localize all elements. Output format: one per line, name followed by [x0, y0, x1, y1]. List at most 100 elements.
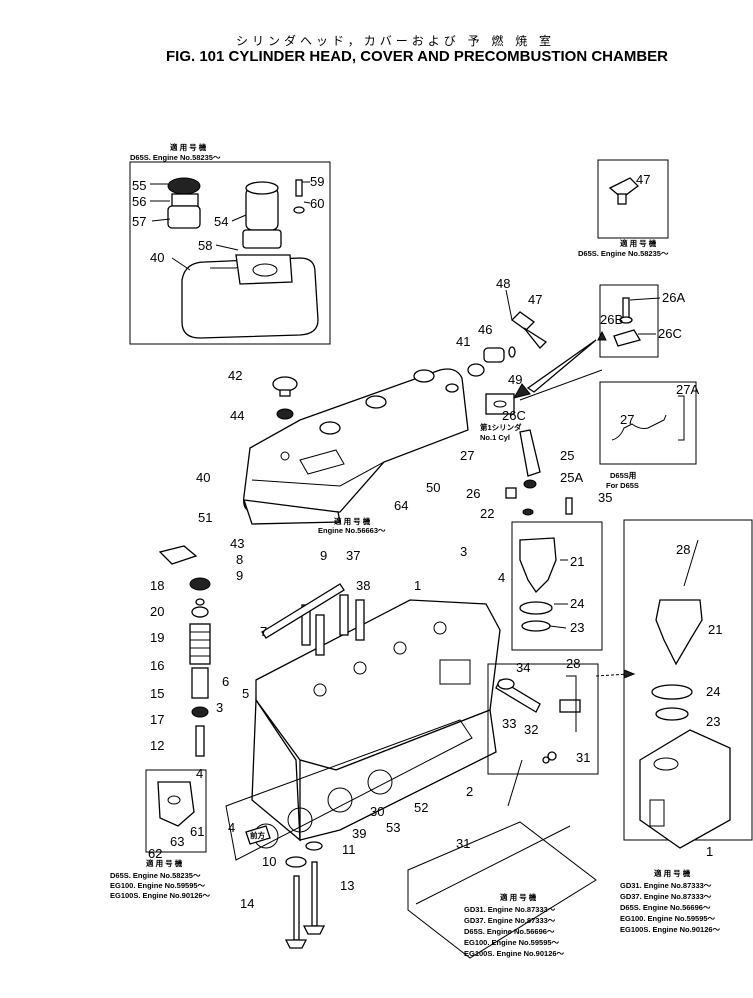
note-jp: 適 用 号 機 — [500, 892, 537, 902]
callout: 31 — [456, 836, 470, 851]
note-en: For D65S — [606, 481, 639, 490]
callout: 27 — [460, 448, 474, 463]
callout: 35 — [598, 490, 612, 505]
callout: 22 — [480, 506, 494, 521]
callout: 47 — [528, 292, 542, 307]
note-row: EG100S. Engine No.90126～ — [464, 949, 565, 958]
note-jp: D65S用 — [610, 471, 636, 480]
callout: 50 — [426, 480, 440, 495]
callout: 28 — [566, 656, 580, 671]
callout: 17 — [150, 712, 164, 727]
callout: 33 — [502, 716, 516, 731]
callout: 56 — [132, 194, 146, 209]
callout: 31 — [576, 750, 590, 765]
callout: 64 — [394, 498, 408, 513]
callout: 48 — [496, 276, 510, 291]
callout: 19 — [150, 630, 164, 645]
callout: 27 — [620, 412, 634, 427]
callout: 26B — [600, 312, 623, 327]
callout: 26C — [658, 326, 682, 341]
callout: 32 — [524, 722, 538, 737]
inset-bottom-left — [145, 769, 207, 853]
callout: 57 — [132, 214, 146, 229]
note-row: GD31. Engine No.87333～ — [464, 905, 556, 914]
callout: 51 — [198, 510, 212, 525]
callout: 54 — [214, 214, 228, 229]
callout: 62 — [148, 846, 162, 861]
title-japanese: シリンダヘッド，カバーおよび 予 燃 焼 室 — [236, 34, 556, 48]
callout: 14 — [240, 896, 254, 911]
applicability-notes: 適 用 号 機 D65S. Engine No.58235～ 適 用 号 機 D… — [110, 142, 721, 958]
note-row: GD31. Engine No.87333～ — [620, 881, 712, 890]
callout: 43 — [230, 536, 244, 551]
valve-lever-group — [467, 289, 548, 415]
note-row: D65S. Engine No.56696～ — [464, 927, 555, 936]
note-jp: 第1シリンダ — [480, 422, 522, 432]
callout: 53 — [386, 820, 400, 835]
note-jp: 適 用 号 機 — [146, 858, 183, 868]
callout: 23 — [706, 714, 720, 729]
valves — [284, 841, 326, 949]
callout: 40 — [196, 470, 210, 485]
callout: 40 — [150, 250, 164, 265]
callout: 49 — [508, 372, 522, 387]
callout: 11 — [342, 842, 356, 857]
callout: 42 — [228, 368, 242, 383]
callout: 4 — [498, 570, 505, 585]
callout: 41 — [456, 334, 470, 349]
figure-title: FIG. 101 CYLINDER HEAD, COVER AND PRECOM… — [166, 48, 668, 65]
inset-top-right — [597, 159, 669, 239]
callout: 1 — [706, 844, 713, 859]
note-jp: 適 用 号 機 — [170, 142, 207, 152]
callout: 2 — [466, 784, 473, 799]
callout: 24 — [706, 684, 720, 699]
note-en: No.1 Cyl — [480, 433, 510, 442]
note-row: EG100S. Engine No.90126～ — [620, 925, 721, 934]
callout: 60 — [310, 196, 324, 211]
inset-top-left — [129, 161, 331, 345]
callout: 61 — [190, 824, 204, 839]
callout: 44 — [230, 408, 244, 423]
callout: 55 — [132, 178, 146, 193]
callout: 3 — [216, 700, 223, 715]
callout: 38 — [356, 578, 370, 593]
callout: 34 — [516, 660, 530, 675]
callout: 21 — [708, 622, 722, 637]
callout: 8 — [236, 552, 243, 567]
note-model: D65S. Engine No.58235～ — [130, 153, 221, 162]
callout: 47 — [636, 172, 650, 187]
callout: 16 — [150, 658, 164, 673]
note-row: D65S. Engine No.56696～ — [620, 903, 711, 912]
inset-26 — [512, 284, 661, 401]
callout: 10 — [262, 854, 276, 869]
callout: 46 — [478, 322, 492, 337]
callout: 25A — [560, 470, 583, 485]
note-row: EG100S. Engine No.90126～ — [110, 891, 211, 900]
callout: 5 — [242, 686, 249, 701]
callout: 13 — [340, 878, 354, 893]
note-jp: 適 用 号 機 — [620, 238, 657, 248]
callout: 6 — [222, 674, 229, 689]
callout: 1 — [414, 578, 421, 593]
nozzle-holder — [505, 429, 573, 516]
note-row: EG100. Engine No.59595～ — [620, 914, 716, 923]
callout: 3 — [460, 544, 467, 559]
callout: 37 — [346, 548, 360, 563]
callout: 9 — [320, 548, 327, 563]
callout: 39 — [352, 826, 366, 841]
note-row: GD37. Engine No.87333～ — [464, 916, 556, 925]
note-jp: 適 用 号 機 — [334, 516, 371, 526]
callout: 28 — [676, 542, 690, 557]
note-row: EG100. Engine No.59595～ — [464, 938, 560, 947]
front-mark-text: 前方 — [250, 830, 265, 840]
callout: 63 — [170, 834, 184, 849]
callout: 25 — [560, 448, 574, 463]
note-row: GD37. Engine No.87333～ — [620, 892, 712, 901]
precombustion-chamber — [511, 521, 603, 651]
inset-27 — [599, 381, 697, 465]
valve-spring-stack — [158, 545, 211, 757]
leak-off-pipe — [407, 759, 597, 959]
callout: 24 — [570, 596, 584, 611]
callout: 27A — [676, 382, 699, 397]
